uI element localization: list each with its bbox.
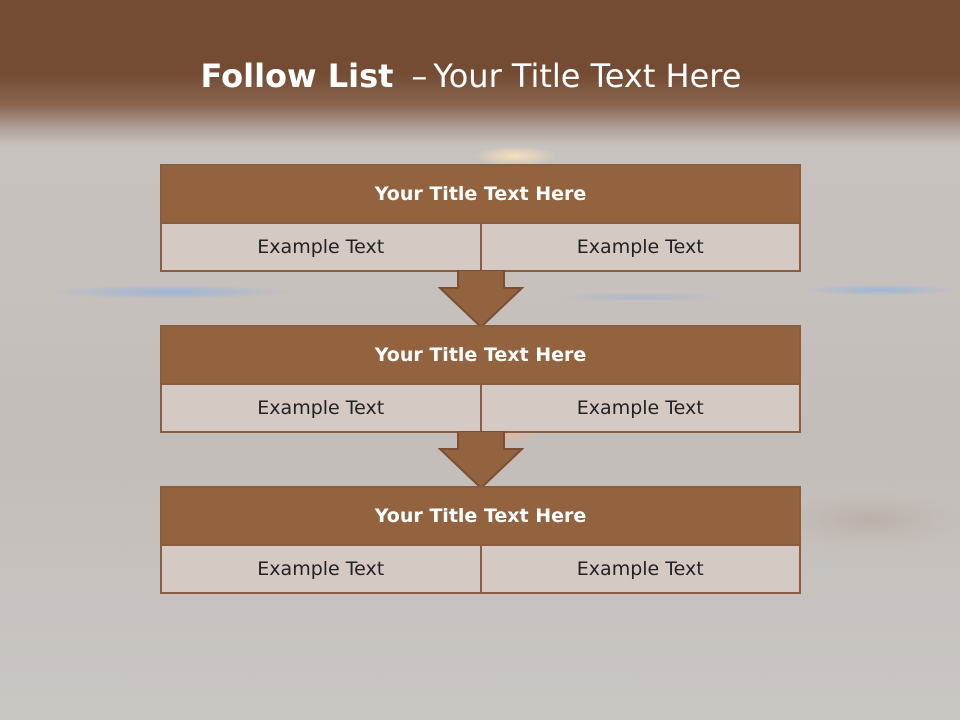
- slide-title-bold: Follow List: [200, 57, 394, 95]
- step-row-1: Example Text Example Text: [162, 224, 799, 270]
- step-box-1: Your Title Text Here Example Text Exampl…: [160, 164, 801, 272]
- slide-title-rest: Your Title Text Here: [433, 57, 742, 95]
- title-bar: [0, 0, 960, 146]
- down-arrow-1: [438, 270, 524, 328]
- slide-title: Follow List–Your Title Text Here: [0, 52, 942, 100]
- step-2-left-text: Example Text: [257, 397, 385, 419]
- step-title-3: Your Title Text Here: [162, 488, 799, 546]
- step-row-2: Example Text Example Text: [162, 385, 799, 431]
- step-title-1: Your Title Text Here: [162, 166, 799, 224]
- step-3-left-text: Example Text: [257, 558, 385, 580]
- step-row-3: Example Text Example Text: [162, 546, 799, 592]
- step-title-2: Your Title Text Here: [162, 327, 799, 385]
- slide-title-separator: –: [411, 57, 428, 95]
- step-1-right-text: Example Text: [479, 224, 800, 270]
- step-3-right-text: Example Text: [479, 546, 800, 592]
- step-box-3: Your Title Text Here Example Text Exampl…: [160, 486, 801, 594]
- step-2-right-text: Example Text: [479, 385, 800, 431]
- step-1-left-text: Example Text: [257, 236, 385, 258]
- step-box-2: Your Title Text Here Example Text Exampl…: [160, 325, 801, 433]
- down-arrow-2: [438, 431, 524, 489]
